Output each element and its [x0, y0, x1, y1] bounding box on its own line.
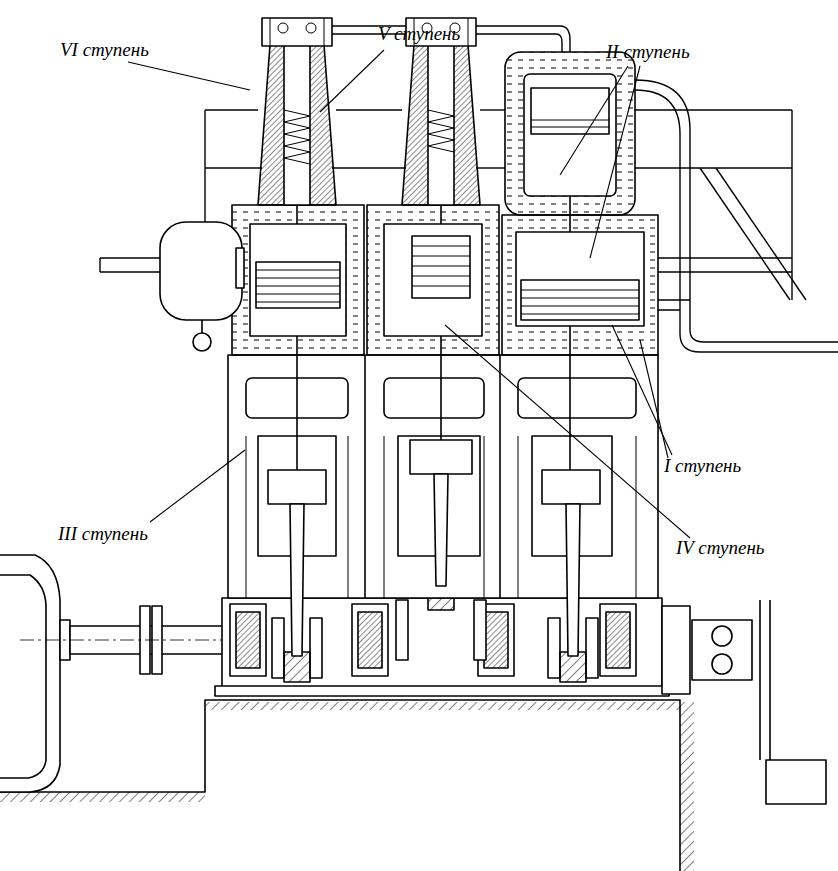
label-holder: VI ступень — [60, 40, 149, 61]
label-holder: V ступень — [378, 24, 460, 45]
label-holder: I ступень — [664, 456, 741, 477]
stage-label: IV ступень — [676, 538, 764, 559]
stage-label: V ступень — [378, 24, 460, 45]
stage-label: II ступень — [606, 42, 690, 63]
stage-label: I ступень — [664, 456, 741, 477]
stage-label: III ступень — [58, 524, 148, 545]
label-holder: III ступень — [58, 524, 148, 545]
stage-label: VI ступень — [60, 40, 149, 61]
label-holder: II ступень — [606, 42, 690, 63]
label-holder: IV ступень — [676, 538, 764, 559]
